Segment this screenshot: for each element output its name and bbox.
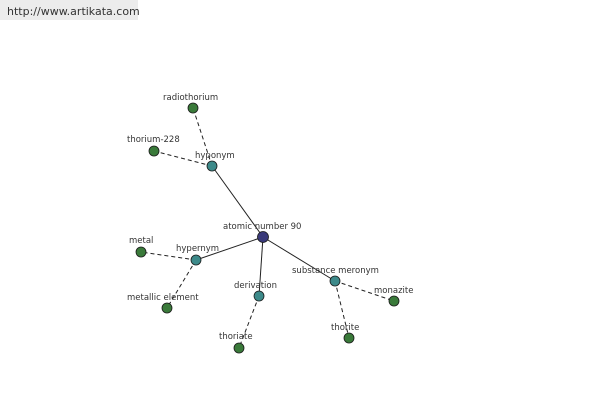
edge-hyponym-radiothorium bbox=[192, 107, 213, 167]
node-circle-thorium-228[interactable] bbox=[148, 145, 160, 157]
edge-hyponym-thorium-228 bbox=[153, 150, 213, 167]
node-circle-monazite[interactable] bbox=[388, 295, 400, 307]
node-label-monazite[interactable]: monazite bbox=[374, 286, 413, 296]
node-circle-thoriate[interactable] bbox=[233, 342, 245, 354]
node-monazite[interactable]: monazite bbox=[374, 286, 413, 307]
node-label-thoriate[interactable]: thoriate bbox=[219, 332, 253, 342]
node-circle-metallic-element[interactable] bbox=[161, 302, 173, 314]
node-label-center[interactable]: atomic number 90 bbox=[223, 222, 301, 232]
node-derivation[interactable]: derivation bbox=[234, 281, 277, 302]
node-metal[interactable]: metal bbox=[129, 236, 153, 258]
node-circle-hyponym[interactable] bbox=[206, 160, 218, 172]
nodes-layer: atomic number 90 hyponym hypernym derivatio… bbox=[127, 93, 413, 354]
edge-substance-meronym-monazite bbox=[334, 280, 395, 302]
node-label-thorium-228[interactable]: thorium-228 bbox=[127, 135, 180, 145]
edge-substance-meronym-thorite bbox=[334, 280, 350, 339]
node-label-thorite[interactable]: thorite bbox=[331, 323, 359, 333]
node-label-metal[interactable]: metal bbox=[129, 236, 153, 246]
url-banner: http://www.artikata.com bbox=[0, 0, 140, 20]
edge-center-hyponym bbox=[211, 165, 264, 238]
node-thoriate[interactable]: thoriate bbox=[219, 332, 253, 354]
edge-hypernym-metal bbox=[140, 251, 197, 261]
node-circle-substance-meronym[interactable] bbox=[329, 275, 341, 287]
edge-center-derivation bbox=[258, 236, 264, 297]
node-thorium-228[interactable]: thorium-228 bbox=[127, 135, 180, 157]
node-center[interactable]: atomic number 90 bbox=[223, 222, 301, 243]
node-thorite[interactable]: thorite bbox=[331, 323, 359, 344]
node-hypernym[interactable]: hypernym bbox=[176, 244, 219, 266]
node-circle-derivation[interactable] bbox=[253, 290, 265, 302]
node-label-hypernym[interactable]: hypernym bbox=[176, 244, 219, 254]
edge-center-substance-meronym bbox=[262, 236, 336, 282]
site-url-link[interactable]: http://www.artikata.com bbox=[7, 5, 140, 18]
edge-center-hypernym bbox=[195, 236, 264, 261]
edge-hypernym-metallic-element bbox=[166, 259, 197, 309]
node-circle-thorite[interactable] bbox=[343, 332, 355, 344]
node-substance-meronym[interactable]: substance meronym bbox=[292, 266, 379, 287]
edge-derivation-thoriate bbox=[238, 295, 260, 349]
node-circle-center[interactable] bbox=[257, 231, 269, 243]
node-label-radiothorium[interactable]: radiothorium bbox=[163, 93, 218, 103]
node-hyponym[interactable]: hyponym bbox=[195, 151, 235, 172]
edges-layer bbox=[140, 107, 395, 349]
node-circle-hypernym[interactable] bbox=[190, 254, 202, 266]
node-label-metallic-element[interactable]: metallic element bbox=[127, 293, 199, 303]
node-circle-radiothorium[interactable] bbox=[187, 102, 199, 114]
node-label-substance-meronym[interactable]: substance meronym bbox=[292, 266, 379, 276]
node-label-hyponym[interactable]: hyponym bbox=[195, 151, 235, 161]
node-radiothorium[interactable]: radiothorium bbox=[163, 93, 218, 114]
node-metallic-element[interactable]: metallic element bbox=[127, 293, 199, 314]
node-circle-metal[interactable] bbox=[135, 246, 147, 258]
node-label-derivation[interactable]: derivation bbox=[234, 281, 277, 291]
